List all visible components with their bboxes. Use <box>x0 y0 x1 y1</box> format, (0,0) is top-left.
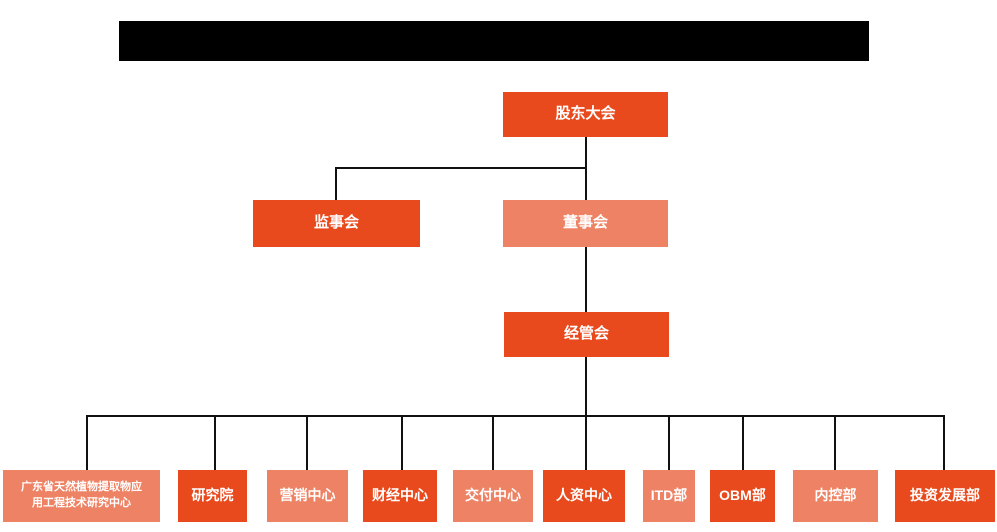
connector-drop-dept-7 <box>668 415 670 470</box>
connector-row2-horizontal <box>335 167 587 169</box>
org-node-board-of-directors: 董事会 <box>503 200 668 247</box>
org-node-research-institute: 研究院 <box>178 470 247 522</box>
connector-drop-dept-9 <box>834 415 836 470</box>
connector-drop-supervisory <box>335 167 337 200</box>
connector-drop-dept-8 <box>742 415 744 470</box>
connector-drop-dept-3 <box>306 415 308 470</box>
org-node-hr-center: 人资中心 <box>543 470 625 522</box>
connector-drop-dept-6 <box>585 415 587 470</box>
connector-drop-dept-10 <box>943 415 945 470</box>
org-node-research-center: 广东省天然植物提取物应 用工程技术研究中心 <box>3 470 160 522</box>
org-node-finance-center: 财经中心 <box>363 470 437 522</box>
org-node-itd-department: ITD部 <box>643 470 695 522</box>
connector-drop-dept-1 <box>86 415 88 470</box>
org-node-obm-department: OBM部 <box>710 470 775 522</box>
org-node-marketing-center: 营销中心 <box>267 470 348 522</box>
connector-management-to-bus <box>585 357 587 417</box>
connector-drop-dept-4 <box>401 415 403 470</box>
connector-departments-bus <box>86 415 945 417</box>
redacted-title-bar <box>119 21 869 61</box>
connector-board-to-management <box>585 247 587 312</box>
connector-drop-dept-2 <box>214 415 216 470</box>
org-node-shareholders-meeting: 股东大会 <box>503 92 668 137</box>
org-node-delivery-center: 交付中心 <box>453 470 533 522</box>
org-node-internal-control-department: 内控部 <box>793 470 878 522</box>
org-node-investment-development-department: 投资发展部 <box>895 470 995 522</box>
org-node-supervisory-board: 监事会 <box>253 200 420 247</box>
org-node-management-committee: 经管会 <box>504 312 669 357</box>
connector-drop-dept-5 <box>492 415 494 470</box>
